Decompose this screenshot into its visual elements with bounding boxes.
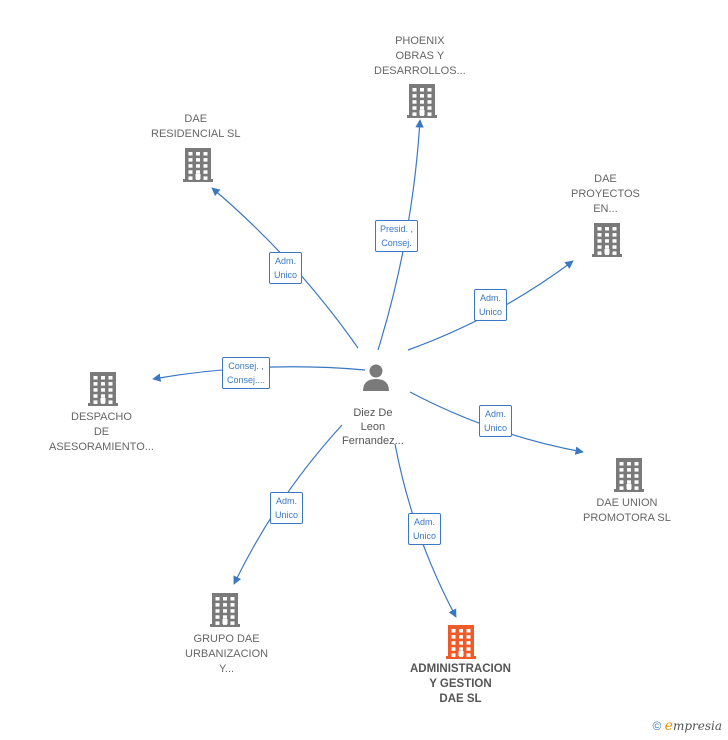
brand-initial: e bbox=[664, 718, 673, 734]
edge-label-administracion-line: Unico bbox=[413, 531, 437, 541]
edge-label-despacho-line: Consej.... bbox=[227, 375, 266, 385]
node-label-despacho-line: DESPACHO bbox=[71, 411, 132, 423]
edge-label-dae-union-line: Adm. bbox=[485, 409, 507, 419]
building-icon-grupo-dae[interactable] bbox=[210, 593, 240, 627]
node-label-dae-union-line: DAE UNION bbox=[596, 497, 658, 509]
edge-label-grupo-dae-line: Adm. bbox=[276, 496, 298, 506]
node-label-grupo-dae: GRUPO DAE URBANIZACION Y... bbox=[185, 632, 268, 677]
person-name-line: Leon bbox=[360, 421, 386, 433]
building-icon-phoenix[interactable] bbox=[407, 84, 437, 118]
brand-name: mpresia bbox=[672, 719, 722, 733]
node-label-despacho-line: ASESORAMIENTO... bbox=[49, 441, 154, 453]
node-label-administracion-line: ADMINISTRACION bbox=[410, 663, 511, 675]
edge-label-dae-proyectos-line: Unico bbox=[479, 307, 503, 317]
edge-label-despacho-line: Consej. , bbox=[228, 361, 264, 371]
node-label-phoenix-line: PHOENIX bbox=[395, 35, 445, 47]
edge-label-dae-residencial-line: Unico bbox=[274, 270, 298, 280]
edge-label-dae-union-line: Unico bbox=[484, 423, 508, 433]
node-label-dae-residencial: DAE RESIDENCIAL SL bbox=[151, 112, 240, 142]
node-label-dae-proyectos-line: DAE bbox=[594, 173, 617, 185]
edge-label-administracion-line: Adm. bbox=[414, 517, 436, 527]
node-label-administracion-line: Y GESTION bbox=[429, 678, 492, 690]
person-name-line: Diez De bbox=[353, 407, 393, 419]
node-label-dae-residencial-line: DAE bbox=[184, 113, 208, 125]
node-label-grupo-dae-line: Y... bbox=[219, 663, 235, 675]
node-label-phoenix-line: DESARROLLOS... bbox=[374, 65, 466, 77]
edge-label-phoenix-line: Presid. , bbox=[380, 224, 414, 234]
node-label-dae-residencial-line: RESIDENCIAL SL bbox=[151, 128, 241, 140]
node-label-dae-proyectos-line: EN... bbox=[593, 203, 618, 215]
edge-label-phoenix-line: Consej. bbox=[381, 238, 412, 248]
edge-label-dae-union[interactable]: Adm. Unico bbox=[479, 405, 513, 437]
edge-label-dae-residencial-line: Adm. bbox=[275, 256, 297, 266]
building-icon-dae-residencial[interactable] bbox=[183, 148, 213, 182]
node-label-grupo-dae-line: URBANIZACION bbox=[185, 648, 269, 660]
building-icon-administracion[interactable] bbox=[446, 625, 476, 659]
edge-label-grupo-dae-line: Unico bbox=[275, 510, 299, 520]
node-label-dae-proyectos: DAE PROYECTOS EN... bbox=[571, 172, 640, 217]
node-label-dae-proyectos-line: PROYECTOS bbox=[571, 188, 640, 200]
node-label-phoenix: PHOENIX OBRAS Y DESARROLLOS... bbox=[374, 34, 466, 79]
node-label-despacho-line: DE bbox=[93, 426, 110, 438]
node-label-administracion: ADMINISTRACION Y GESTION DAE SL bbox=[410, 662, 511, 707]
node-label-administracion-line: DAE SL bbox=[439, 693, 482, 705]
node-label-dae-union: DAE UNION PROMOTORA SL bbox=[583, 496, 671, 526]
edge-label-dae-proyectos-line: Adm. bbox=[480, 293, 502, 303]
copyright-icon: © bbox=[652, 719, 662, 733]
edge-label-grupo-dae[interactable]: Adm. Unico bbox=[270, 492, 304, 524]
edge-label-administracion[interactable]: Adm. Unico bbox=[408, 513, 442, 545]
building-icon-dae-proyectos[interactable] bbox=[592, 223, 622, 257]
edge-label-dae-proyectos[interactable]: Adm. Unico bbox=[474, 289, 508, 321]
person-name-line: Fernandez... bbox=[342, 435, 404, 447]
edge-label-despacho[interactable]: Consej. , Consej.... bbox=[222, 357, 271, 389]
node-label-grupo-dae-line: GRUPO DAE bbox=[193, 633, 260, 645]
edge-label-dae-residencial[interactable]: Adm. Unico bbox=[269, 252, 303, 284]
node-label-dae-union-line: PROMOTORA SL bbox=[583, 512, 671, 524]
edge-label-phoenix[interactable]: Presid. , Consej. bbox=[375, 220, 419, 252]
person-icon[interactable] bbox=[363, 364, 389, 392]
footer-brand: © empresia bbox=[652, 718, 722, 734]
building-icon-dae-union[interactable] bbox=[614, 458, 644, 492]
node-label-despacho: DESPACHO DE ASESORAMIENTO... bbox=[49, 410, 154, 455]
node-label-phoenix-line: OBRAS Y bbox=[395, 50, 445, 62]
building-icon-despacho[interactable] bbox=[88, 372, 118, 406]
